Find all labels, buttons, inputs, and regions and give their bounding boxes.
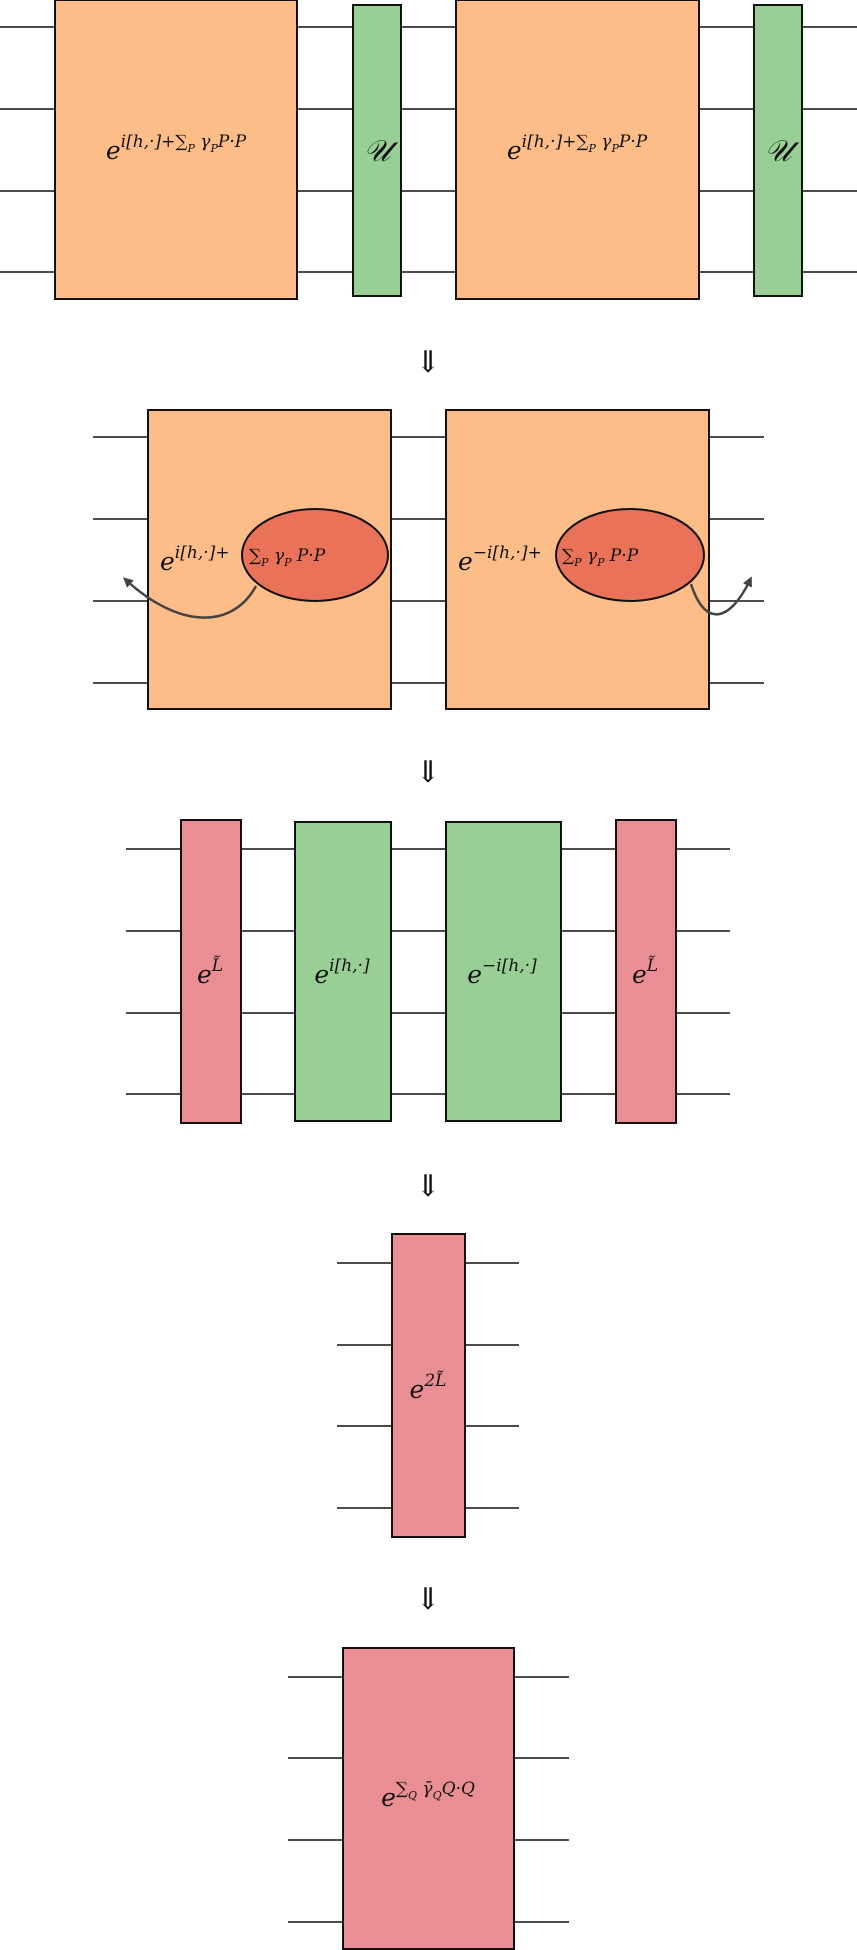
gate-label: eL̃ bbox=[632, 956, 658, 989]
row-5-wires bbox=[288, 1676, 569, 1923]
combined-lindbladian-gate bbox=[391, 1233, 466, 1538]
row-3-wires bbox=[126, 848, 730, 1095]
row-4-wires bbox=[337, 1262, 519, 1509]
curved-arrow-right bbox=[689, 576, 752, 616]
dissipator-ellipse bbox=[555, 508, 705, 602]
row-2-wires bbox=[93, 436, 764, 684]
lindbladian-gate bbox=[615, 819, 677, 1124]
gate-label: ei[h,·]+∑P γPP·P bbox=[507, 132, 648, 165]
gate-label: ei[h,·]+ bbox=[160, 543, 230, 576]
step-down-arrow: ⇓ bbox=[415, 345, 440, 380]
effective-pauli-channel-gate bbox=[342, 1647, 515, 1950]
ellipse-label: ∑P γP P·P bbox=[249, 546, 326, 569]
unitary-gate bbox=[753, 4, 803, 297]
gate-label: e−i[h,·] bbox=[467, 956, 537, 989]
gate-label: e∑Q γ̄QQ·Q bbox=[381, 1779, 475, 1812]
dissipator-ellipse bbox=[241, 508, 389, 602]
unitary-gate bbox=[294, 821, 392, 1122]
ellipse-label: ∑P γP P·P bbox=[562, 546, 639, 569]
dissipative-channel-gate bbox=[455, 0, 700, 300]
row-3: eL̃ ei[h,·] e−i[h,·] eL̃ bbox=[126, 819, 730, 1124]
row-1: ei[h,·]+∑P γPP·P 𝒰 ei[h,·]+∑P γPP·P 𝒰 bbox=[0, 0, 857, 300]
dissipative-channel-gate bbox=[54, 0, 298, 300]
lindbladian-gate bbox=[180, 819, 242, 1124]
curved-arrow-left bbox=[123, 577, 258, 619]
gate-label: eL̃ bbox=[197, 956, 223, 989]
unitary-gate bbox=[352, 4, 402, 297]
gate-label: ei[h,·] bbox=[314, 956, 370, 989]
step-down-arrow: ⇓ bbox=[415, 1582, 440, 1617]
gate-label: e2L̃ bbox=[410, 1371, 447, 1404]
row-4: e2L̃ bbox=[337, 1233, 519, 1538]
inverse-unitary-gate bbox=[445, 821, 562, 1122]
row-2: ei[h,·]+ e−i[h,·]+ ∑P γP P·P ∑P γP P·P bbox=[93, 409, 764, 710]
step-down-arrow: ⇓ bbox=[415, 755, 440, 790]
gate-label: ei[h,·]+∑P γPP·P bbox=[106, 132, 247, 165]
row-5: e∑Q γ̄QQ·Q bbox=[288, 1647, 569, 1950]
row-1-wires bbox=[0, 26, 857, 273]
gate-label: e−i[h,·]+ bbox=[458, 543, 542, 576]
step-down-arrow: ⇓ bbox=[415, 1169, 440, 1204]
